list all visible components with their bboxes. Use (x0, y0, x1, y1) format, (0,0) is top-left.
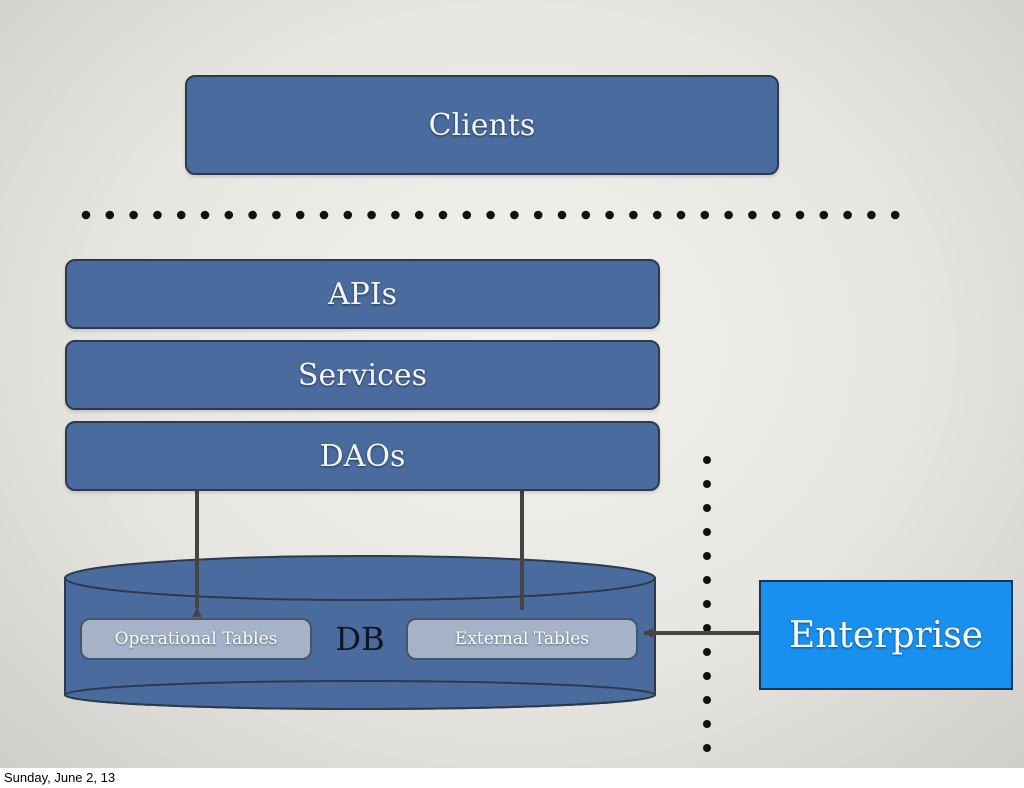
divider-dot (676, 210, 686, 220)
divider-dot (176, 210, 186, 220)
divider-dot (771, 210, 781, 220)
divider-dot (105, 210, 115, 220)
divider-dot (703, 696, 711, 704)
divider-dot (533, 210, 543, 220)
divider-dot (81, 210, 91, 220)
vertical-divider (703, 456, 711, 752)
divider-dot (867, 210, 876, 220)
divider-dot (581, 210, 591, 220)
db-label: DB (335, 620, 385, 658)
divider-dot (703, 720, 711, 728)
divider-dot (391, 210, 400, 220)
clients-label: Clients (428, 107, 536, 143)
services-layer: Services (65, 340, 660, 410)
divider-dot (843, 210, 852, 220)
enterprise-box: Enterprise (759, 580, 1013, 690)
enterprise-label: Enterprise (789, 614, 983, 656)
operational-tables-label: Operational Tables (114, 629, 278, 649)
divider-dot (224, 210, 234, 220)
clients-layer: Clients (185, 75, 779, 175)
apis-layer: APIs (65, 259, 660, 329)
divider-dot (700, 210, 710, 220)
divider-dot (703, 600, 711, 608)
divider-dot (438, 210, 448, 220)
divider-dot (703, 648, 711, 656)
divider-dot (129, 210, 138, 220)
divider-dot (272, 210, 281, 220)
divider-dot (200, 210, 210, 220)
divider-dot (703, 504, 711, 512)
divider-dot (414, 210, 424, 220)
divider-dot (486, 210, 495, 220)
divider-dot (652, 210, 662, 220)
divider-dot (703, 672, 711, 680)
divider-dot (703, 456, 711, 464)
divider-dot (703, 528, 711, 536)
divider-dot (510, 210, 519, 220)
divider-dot (367, 210, 376, 220)
divider-dot (890, 210, 900, 220)
slide: Clients APIs Services DAOs Operational T… (0, 0, 1024, 768)
divider-dot (703, 552, 711, 560)
external-tables-label: External Tables (454, 629, 590, 649)
footer-date: Sunday, June 2, 13 (4, 770, 116, 785)
diagram-overlay (64, 210, 900, 752)
divider-dot (703, 624, 711, 632)
divider-dot (703, 480, 711, 488)
divider-dot (248, 210, 257, 220)
divider-dot (557, 210, 567, 220)
horizontal-divider (81, 210, 900, 220)
apis-label: APIs (327, 276, 398, 312)
external-tables-box: External Tables (406, 618, 638, 660)
divider-dot (343, 210, 353, 220)
divider-dot (703, 576, 711, 584)
divider-dot (605, 210, 614, 220)
services-label: Services (297, 357, 428, 393)
db-cylinder (64, 555, 656, 710)
divider-dot (795, 210, 805, 220)
divider-dot (629, 210, 638, 220)
divider-dot (703, 744, 711, 752)
daos-label: DAOs (319, 438, 406, 474)
divider-dot (295, 210, 305, 220)
divider-dot (748, 210, 757, 220)
daos-layer: DAOs (65, 421, 660, 491)
divider-dot (724, 210, 733, 220)
divider-dot (462, 210, 472, 220)
divider-dot (153, 210, 162, 220)
divider-dot (319, 210, 329, 220)
divider-dot (819, 210, 829, 220)
operational-tables-box: Operational Tables (80, 618, 312, 660)
